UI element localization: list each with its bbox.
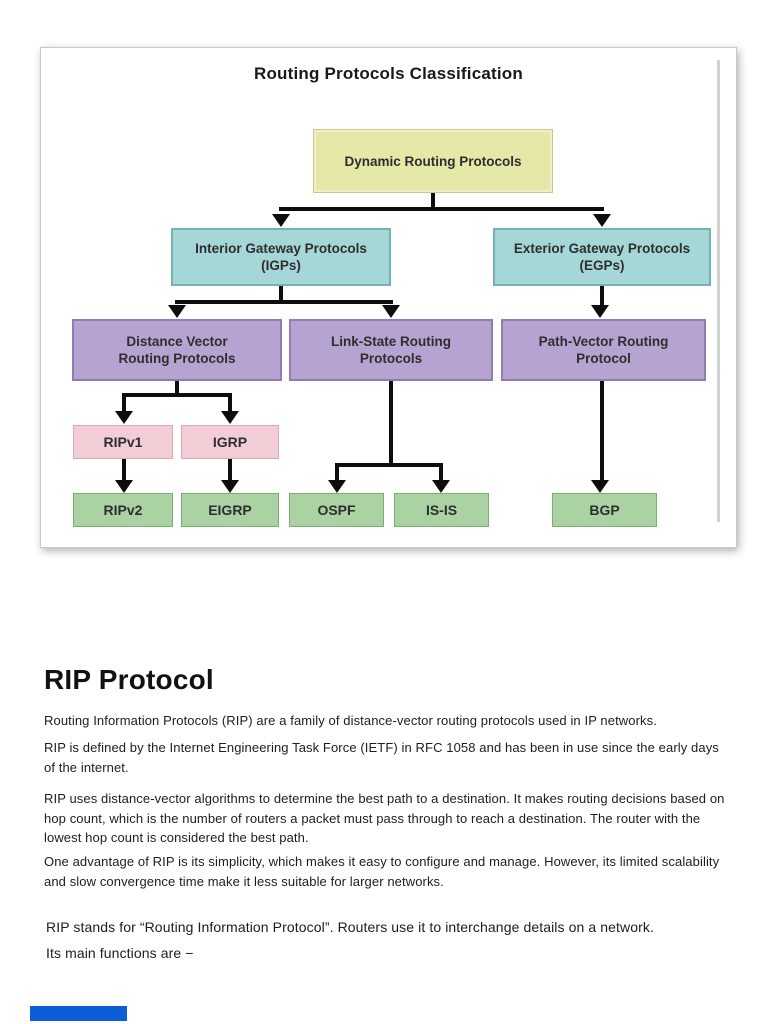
arrowhead [591, 480, 609, 493]
paragraph: One advantage of RIP is its simplicity, … [44, 854, 720, 889]
connector-line [439, 467, 443, 481]
paragraph: Routing Information Protocols (RIP) are … [44, 713, 657, 728]
routing-protocols-figure: Routing Protocols Classification Dynamic… [40, 47, 737, 548]
arrowhead [168, 305, 186, 318]
node-ospf: OSPF [289, 493, 384, 527]
node-ripv1: RIPv1 [73, 425, 173, 459]
arrowhead [115, 480, 133, 493]
arrowhead [115, 411, 133, 424]
node-isis: IS-IS [394, 493, 489, 527]
paragraph: Its main functions are − [46, 945, 194, 961]
connector-line [389, 381, 393, 467]
connector-line [228, 459, 232, 481]
connector-line [122, 397, 126, 412]
arrowhead [272, 214, 290, 227]
connector-line [175, 300, 393, 304]
arrowhead [221, 411, 239, 424]
node-egp: Exterior Gateway Protocols (EGPs) [493, 228, 711, 286]
connector-line [279, 207, 604, 211]
node-igrp: IGRP [181, 425, 279, 459]
node-ripv2: RIPv2 [73, 493, 173, 527]
paragraph: RIP stands for “Routing Information Prot… [46, 919, 654, 935]
node-link-state: Link-State Routing Protocols [289, 319, 493, 381]
arrowhead [432, 480, 450, 493]
node-igp: Interior Gateway Protocols (IGPs) [171, 228, 391, 286]
arrowhead [328, 480, 346, 493]
node-bgp: BGP [552, 493, 657, 527]
node-distance-vector: Distance Vector Routing Protocols [72, 319, 282, 381]
paragraph: RIP uses distance-vector algorithms to d… [44, 791, 725, 845]
connector-line [279, 286, 283, 304]
page-bottom-accent-bar [30, 1006, 127, 1021]
paragraph: RIP is defined by the Internet Engineeri… [44, 740, 719, 775]
connector-line [335, 463, 443, 467]
connector-line [228, 397, 232, 412]
figure-title: Routing Protocols Classification [254, 64, 523, 83]
node-eigrp: EIGRP [181, 493, 279, 527]
arrowhead [221, 480, 239, 493]
connector-line [175, 381, 179, 397]
page-title: RIP Protocol [44, 664, 214, 695]
connector-line [431, 193, 435, 209]
connector-line [335, 467, 339, 481]
arrowhead [382, 305, 400, 318]
connector-line [122, 459, 126, 481]
arrowhead [591, 305, 609, 318]
connector-line [600, 381, 604, 481]
arrowhead [593, 214, 611, 227]
connector-line [122, 393, 232, 397]
node-dynamic-routing: Dynamic Routing Protocols [313, 129, 553, 193]
node-path-vector: Path-Vector Routing Protocol [501, 319, 706, 381]
scanned-page-edge-line [717, 60, 720, 522]
connector-line [600, 286, 604, 308]
